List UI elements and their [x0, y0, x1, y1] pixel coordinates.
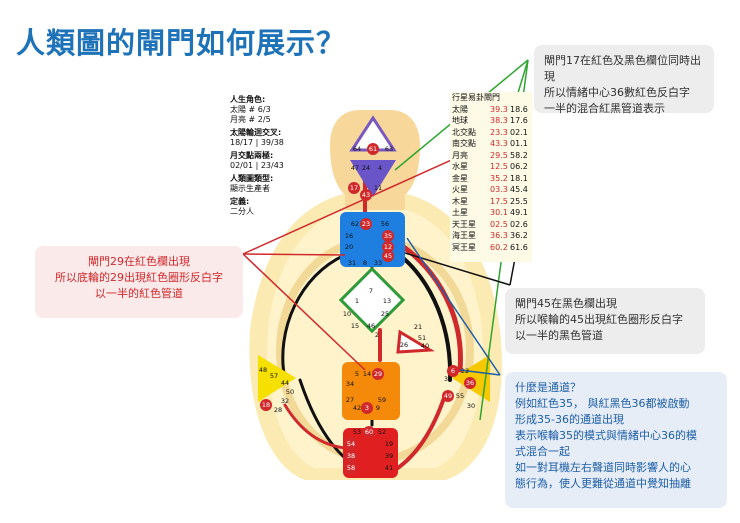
chart-info: 人生角色: 太陽 # 6/3 月亮 # 2/5 太陽輪迴交叉: 18/17 | … [230, 95, 284, 217]
planet-personality-gate: 06.2 [510, 162, 528, 171]
planet-design-gate: 60.2 [490, 242, 508, 252]
planet-name: 太陽 [452, 104, 468, 114]
planet-design-gate: 03.3 [490, 185, 508, 194]
planet-personality-gate: 58.2 [510, 150, 528, 160]
node-label: 月交點兩極: [230, 151, 274, 160]
note-line: 一半的混合紅黑管道表示 [544, 102, 665, 115]
planet-design-gate: 30.1 [490, 208, 508, 217]
note-line: 表示喉輪35的模式與情緒中心36的模 [515, 429, 697, 442]
planet-personality-gate: 49.1 [510, 208, 528, 217]
planet-personality-gate: 61.6 [510, 242, 528, 252]
note-line: 態行為，使人更難從通道中覺知抽離 [515, 477, 691, 490]
planet-name: 金星 [452, 173, 468, 183]
planet-design-gate: 12.5 [490, 162, 508, 171]
planet-name: 土星 [452, 208, 468, 217]
planet-design-gate: 36.3 [490, 231, 508, 240]
moon-line: 月亮 # 2/5 [230, 115, 271, 124]
planet-name: 冥王星 [452, 242, 476, 252]
planet-personality-gate: 25.5 [510, 196, 528, 206]
type-value: 顯示生產者 [230, 184, 270, 193]
page-title: 人類圖的閘門如何展示？ [16, 26, 347, 60]
note-line: 所以情緒中心36數紅色反白字 [544, 86, 690, 99]
note-line: 閘門29在紅色欄出現 [88, 255, 190, 268]
planet-name: 北交點 [452, 127, 476, 137]
planet-personality-gate: 45.4 [510, 185, 528, 194]
spleen-center [258, 355, 296, 402]
planet-design-gate: 29.5 [490, 150, 508, 160]
note-line: 以一半的紅色管道 [95, 287, 183, 300]
note-left-red: 閘門29在紅色欄出現 所以底輪的29出現紅色圈形反白字 以一半的紅色管道 [35, 246, 243, 318]
planet-personality-gate: 02.6 [510, 219, 528, 229]
note-line: 式混合一起 [515, 445, 570, 458]
planet-name: 水星 [452, 162, 468, 171]
planet-personality-gate: 36.2 [510, 231, 528, 240]
planet-personality-gate: 01.1 [510, 139, 528, 148]
definition-label: 定義: [230, 197, 250, 206]
note-line: 所以底輪的29出現紅色圈形反白字 [55, 271, 223, 284]
planet-table-header: 行星易卦閘門 [452, 93, 500, 102]
cross-label: 太陽輪迴交叉: [230, 128, 282, 137]
planet-design-gate: 17.5 [490, 196, 508, 206]
note-bottom-right: 什麼是通道？ 例如紅色35， 與紅黑色36都被啟動 形成35-36的通道出現 表… [505, 372, 727, 508]
planet-design-gate: 43.3 [490, 139, 508, 148]
planet-design-gate: 39.3 [490, 104, 508, 114]
note-line: 如一對耳機左右聲道同時影響人的心 [515, 461, 691, 474]
sun-line: 太陽 # 6/3 [230, 105, 271, 114]
note-line: 形成35-36的通道出現 [515, 413, 624, 426]
throat-center [340, 212, 405, 267]
node-value: 02/01 | 23/43 [230, 161, 284, 170]
planet-design-gate: 02.5 [490, 219, 508, 229]
planet-personality-gate: 18.6 [510, 104, 528, 114]
planet-name: 月亮 [452, 150, 468, 160]
planet-personality-gate: 18.1 [510, 173, 528, 183]
note-line: 閘門17在紅色及黑色欄位同時出現 [544, 54, 701, 83]
definition-value: 二分人 [230, 207, 254, 216]
planet-personality-gate: 17.6 [510, 116, 528, 125]
g-center [338, 266, 406, 334]
note-line: 例如紅色35， 與紅黑色36都被啟動 [515, 397, 690, 410]
planet-name: 木星 [452, 196, 468, 206]
sacral-center [342, 362, 400, 420]
planet-design-gate: 38.3 [490, 116, 508, 125]
cross-value: 18/17 | 39/38 [230, 138, 284, 147]
planet-design-gate: 35.2 [490, 173, 508, 183]
planet-name: 海王星 [452, 231, 476, 240]
planet-design-gate: 23.3 [490, 127, 508, 137]
type-label: 人類圖類型: [230, 174, 274, 183]
planet-name: 地球 [452, 116, 468, 125]
note-line: 以一半的黑色管道 [515, 329, 603, 342]
role-label: 人生角色: [230, 95, 266, 104]
planet-name: 南交點 [452, 139, 476, 148]
ajna-center [350, 160, 396, 197]
note-top-right: 閘門17在紅色及黑色欄位同時出現 所以情緒中心36數紅色反白字 一半的混合紅黑管… [534, 45, 714, 115]
planet-personality-gate: 02.1 [510, 127, 528, 137]
heart-center [396, 329, 435, 354]
note-mid-right: 閘門45在黑色欄出現 所以喉輪的45出現紅色圈形反白字 以一半的黑色管道 [505, 288, 705, 354]
note-line: 閘門45在黑色欄出現 [515, 297, 617, 310]
planet-name: 火星 [452, 185, 468, 194]
note-line: 所以喉輪的45出現紅色圈形反白字 [515, 313, 683, 326]
root-center [343, 428, 398, 478]
note-line: 什麼是通道？ [515, 381, 581, 394]
planet-name: 天王星 [452, 219, 476, 229]
